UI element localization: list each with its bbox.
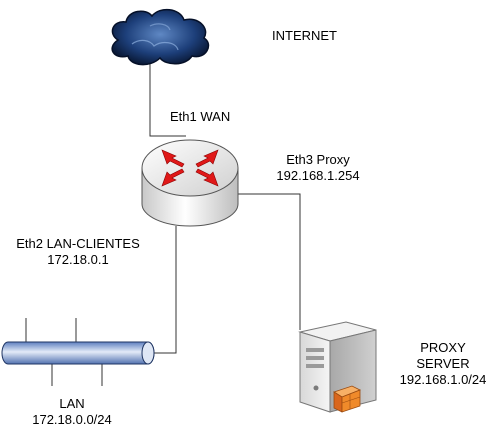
firewall-icon: [333, 385, 361, 413]
lan-bus-icon: [1, 318, 155, 386]
internet-label: INTERNET: [272, 28, 337, 43]
wan-link: [149, 60, 186, 137]
eth2-ip: 172.18.0.1: [47, 252, 109, 267]
router-icon: [141, 139, 239, 227]
proxy-server-icon: [298, 321, 377, 413]
lan-label-block: LAN 172.18.0.0/24: [22, 396, 122, 428]
eth2-label-block: Eth2 LAN-CLIENTES 172.18.0.1: [0, 236, 156, 268]
proxy-line2: SERVER: [416, 356, 470, 371]
eth1-label: Eth1 WAN: [170, 109, 231, 124]
proxy-line1: PROXY: [420, 340, 466, 355]
proxy-label-block: PROXY SERVER 192.168.1.0/24: [388, 340, 498, 388]
proxy-link: [238, 193, 301, 330]
lan-name: LAN: [59, 396, 85, 411]
eth2-name: Eth2 LAN-CLIENTES: [16, 236, 140, 251]
lan-link: [152, 226, 177, 354]
lan-subnet: 172.18.0.0/24: [32, 412, 112, 427]
eth3-name: Eth3 Proxy: [286, 152, 350, 167]
proxy-subnet: 192.168.1.0/24: [399, 372, 487, 387]
eth3-ip: 192.168.1.254: [276, 168, 360, 183]
eth3-label-block: Eth3 Proxy 192.168.1.254: [268, 152, 368, 184]
internet-cloud-icon: [111, 8, 210, 66]
router-arrows-icon: [161, 149, 219, 187]
connection-lines: [149, 60, 301, 354]
